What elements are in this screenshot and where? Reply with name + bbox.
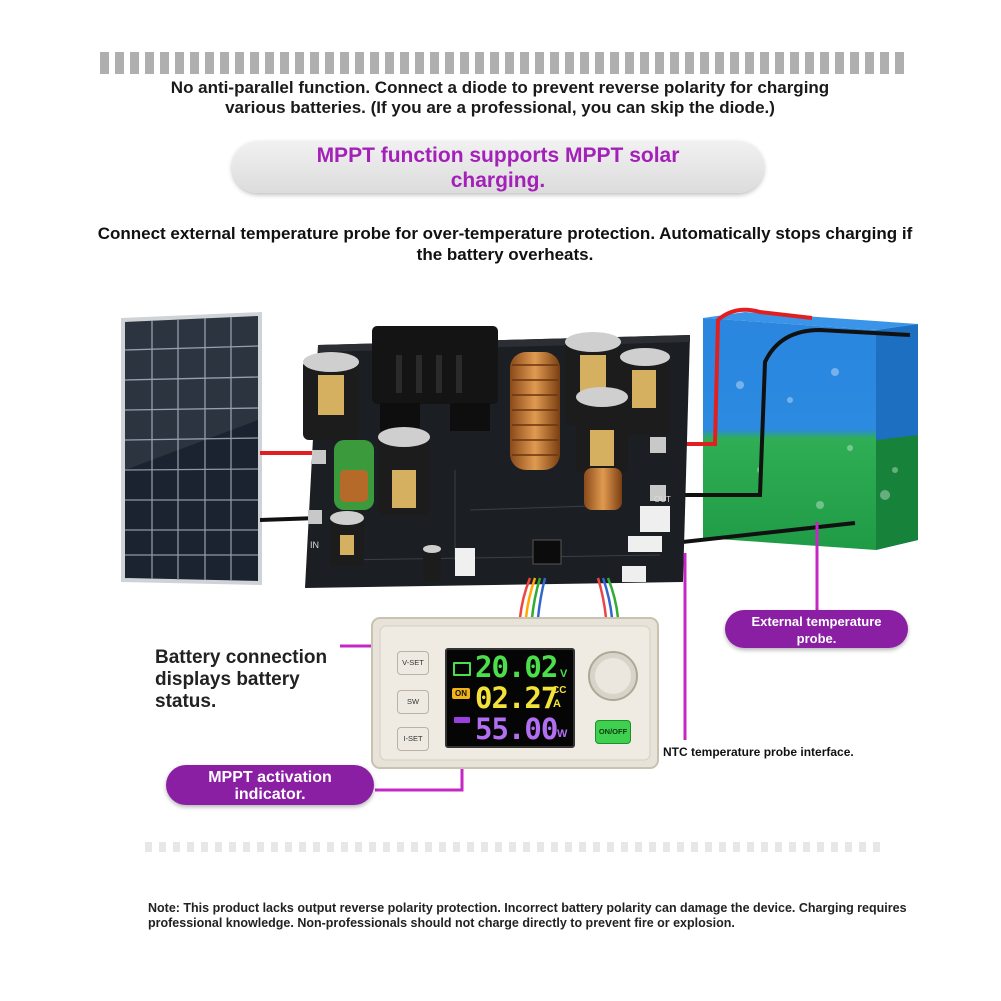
battery-black-wire — [668, 327, 911, 497]
cropped-top-strip — [100, 52, 910, 74]
temperature-protection-line2: the battery overheats. — [416, 245, 594, 264]
diode-warning-heading: No anti-parallel function. Connect a dio… — [60, 78, 940, 118]
current-unit: A — [553, 698, 561, 710]
mppt-indicator-line2: indicator. — [234, 786, 306, 803]
input-terminal-label: IN — [310, 540, 319, 550]
mppt-banner-line2: charging. — [450, 169, 546, 192]
temperature-protection-line1: Connect external temperature probe for o… — [97, 224, 913, 243]
mppt-banner-background — [232, 141, 764, 193]
safety-note: Note: This product lacks output reverse … — [148, 901, 968, 931]
safety-note-line2: professional knowledge. Non-professional… — [148, 916, 735, 930]
battery-status-line2: displays battery — [155, 669, 300, 690]
vset-button[interactable]: V-SET — [397, 651, 429, 675]
mppt-banner: MPPT function supports MPPT solar chargi… — [272, 143, 724, 193]
output-terminal-label: OUT — [654, 495, 671, 504]
power-readout: 55.00 — [475, 712, 558, 746]
ntc-interface-label: NTC temperature probe interface. — [663, 745, 854, 759]
battery-status-line3: status. — [155, 691, 217, 712]
iset-button[interactable]: I-SET — [397, 727, 429, 751]
battery-red-wire — [668, 307, 813, 446]
battery-pack — [703, 312, 918, 550]
battery-status-icon — [453, 662, 471, 676]
voltage-readout: 20.02 — [475, 650, 558, 684]
external-probe-line2: probe. — [796, 631, 837, 646]
diode-warning-line2: various batteries. (If you are a profess… — [225, 98, 775, 117]
safety-note-line1: Note: This product lacks output reverse … — [148, 901, 907, 915]
ribbon-cable — [518, 577, 620, 619]
converter-board: IN OUT — [303, 326, 690, 588]
battery-status-callout: Battery connection displays battery stat… — [155, 647, 365, 713]
voltage-unit: V — [560, 668, 568, 680]
external-probe-callout: External temperature probe. — [725, 610, 908, 648]
lcd-screen: 20.02 V ON 02.27 CC A 55.00 W — [445, 648, 575, 748]
temperature-protection-text: Connect external temperature probe for o… — [30, 223, 980, 265]
on-badge: ON — [452, 688, 470, 699]
mppt-banner-line1: MPPT function supports MPPT solar — [316, 144, 680, 167]
current-readout: 02.27 — [475, 681, 558, 715]
faded-text-strip — [145, 842, 885, 852]
cc-badge: CC — [552, 685, 567, 696]
mppt-indicator-callout: MPPT activation indicator. — [166, 765, 374, 805]
mppt-indicator-light — [454, 717, 470, 723]
power-unit: W — [557, 728, 568, 740]
mppt-indicator-line1: MPPT activation — [208, 769, 332, 786]
external-probe-line1: External temperature — [751, 614, 882, 629]
battery-status-line1: Battery connection — [155, 647, 328, 668]
on-off-button[interactable]: ON/OFF — [595, 720, 631, 744]
sw-button[interactable]: SW — [397, 690, 429, 714]
solar-panel — [121, 312, 262, 585]
diode-warning-line1: No anti-parallel function. Connect a dio… — [170, 78, 830, 97]
